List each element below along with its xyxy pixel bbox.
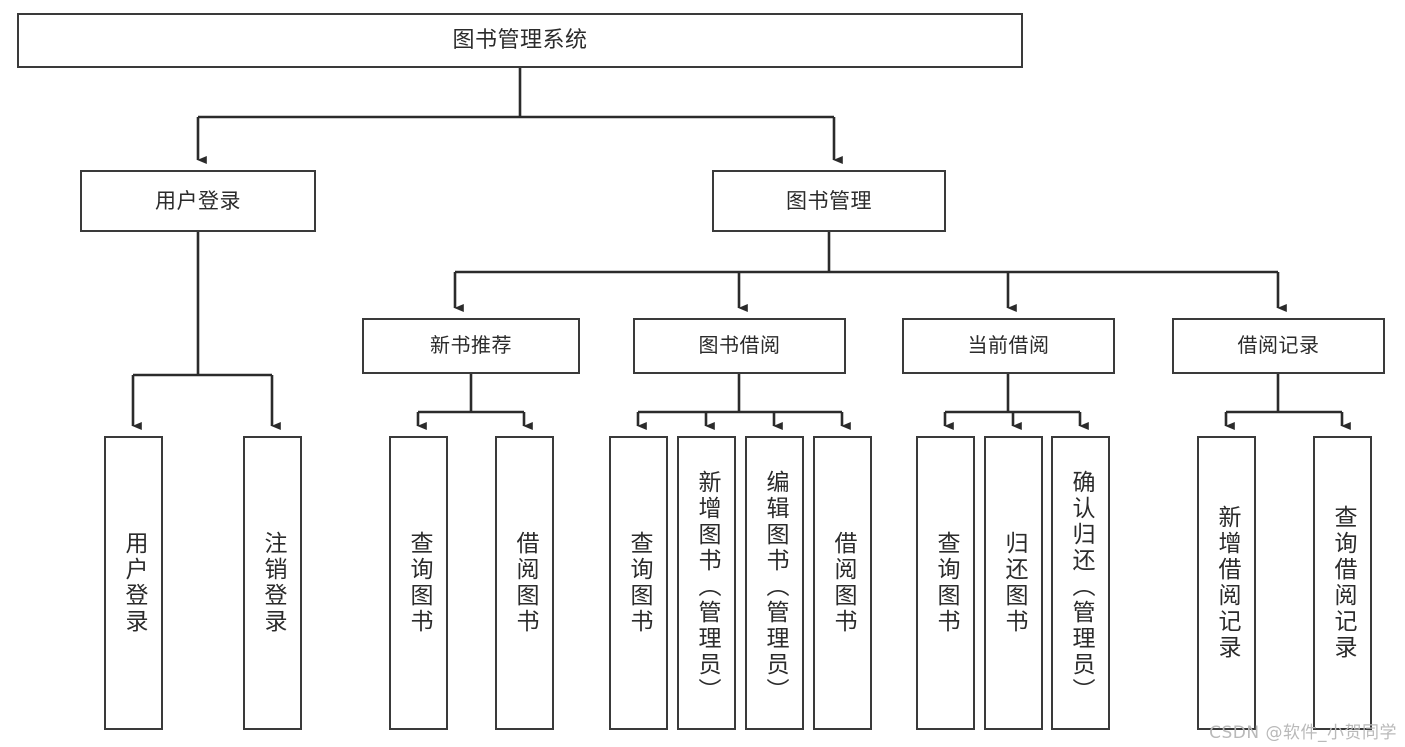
- leaf-new-book-recommend-0[interactable]: 查询图书: [389, 436, 448, 730]
- node-book-manage[interactable]: 图书管理: [712, 170, 946, 232]
- leaf-user-login-1[interactable]: 注销登录: [243, 436, 302, 730]
- leaf-book-borrow-2[interactable]: 编辑图书（管理员）: [745, 436, 804, 730]
- node-root-system[interactable]: 图书管理系统: [17, 13, 1023, 68]
- leaf-current-borrow-0[interactable]: 查询图书: [916, 436, 975, 730]
- node-user-login[interactable]: 用户登录: [80, 170, 316, 232]
- leaf-label: 借阅图书: [830, 531, 856, 635]
- leaf-label: 查询借阅记录: [1330, 505, 1356, 661]
- leaf-borrow-record-1[interactable]: 查询借阅记录: [1313, 436, 1372, 730]
- node-book-borrow[interactable]: 图书借阅: [633, 318, 846, 374]
- leaf-label: 注销登录: [260, 531, 286, 635]
- leaf-book-borrow-1[interactable]: 新增图书（管理员）: [677, 436, 736, 730]
- leaf-label: 查询图书: [406, 531, 432, 635]
- leaf-label: 用户登录: [121, 531, 147, 635]
- node-label-root: 图书管理系统: [452, 27, 588, 53]
- node-label-book-manage: 图书管理: [786, 188, 872, 213]
- leaf-new-book-recommend-1[interactable]: 借阅图书: [495, 436, 554, 730]
- leaf-label: 新增图书（管理员）: [694, 470, 720, 704]
- node-label-new-book-recommend: 新书推荐: [430, 333, 512, 358]
- leaf-label: 确认归还（管理员）: [1068, 470, 1094, 704]
- leaf-user-login-0[interactable]: 用户登录: [104, 436, 163, 730]
- node-current-borrow[interactable]: 当前借阅: [902, 318, 1115, 374]
- leaf-book-borrow-0[interactable]: 查询图书: [609, 436, 668, 730]
- leaf-label: 查询图书: [626, 531, 652, 635]
- node-label-user-login: 用户登录: [155, 188, 241, 213]
- node-label-book-borrow: 图书借阅: [698, 333, 781, 358]
- node-new-book-recommend[interactable]: 新书推荐: [362, 318, 580, 374]
- leaf-label: 查询图书: [933, 531, 959, 635]
- leaf-label: 编辑图书（管理员）: [762, 470, 788, 704]
- node-label-borrow-record: 借阅记录: [1237, 333, 1320, 358]
- node-borrow-record[interactable]: 借阅记录: [1172, 318, 1385, 374]
- leaf-label: 新增借阅记录: [1214, 505, 1240, 661]
- leaf-current-borrow-2[interactable]: 确认归还（管理员）: [1051, 436, 1110, 730]
- leaf-label: 借阅图书: [512, 531, 538, 635]
- leaf-label: 归还图书: [1001, 531, 1027, 635]
- node-label-current-borrow: 当前借阅: [967, 333, 1050, 358]
- csdn-watermark: CSDN @软件_小贺同学: [1209, 723, 1397, 743]
- leaf-borrow-record-0[interactable]: 新增借阅记录: [1197, 436, 1256, 730]
- leaf-book-borrow-3[interactable]: 借阅图书: [813, 436, 872, 730]
- leaf-current-borrow-1[interactable]: 归还图书: [984, 436, 1043, 730]
